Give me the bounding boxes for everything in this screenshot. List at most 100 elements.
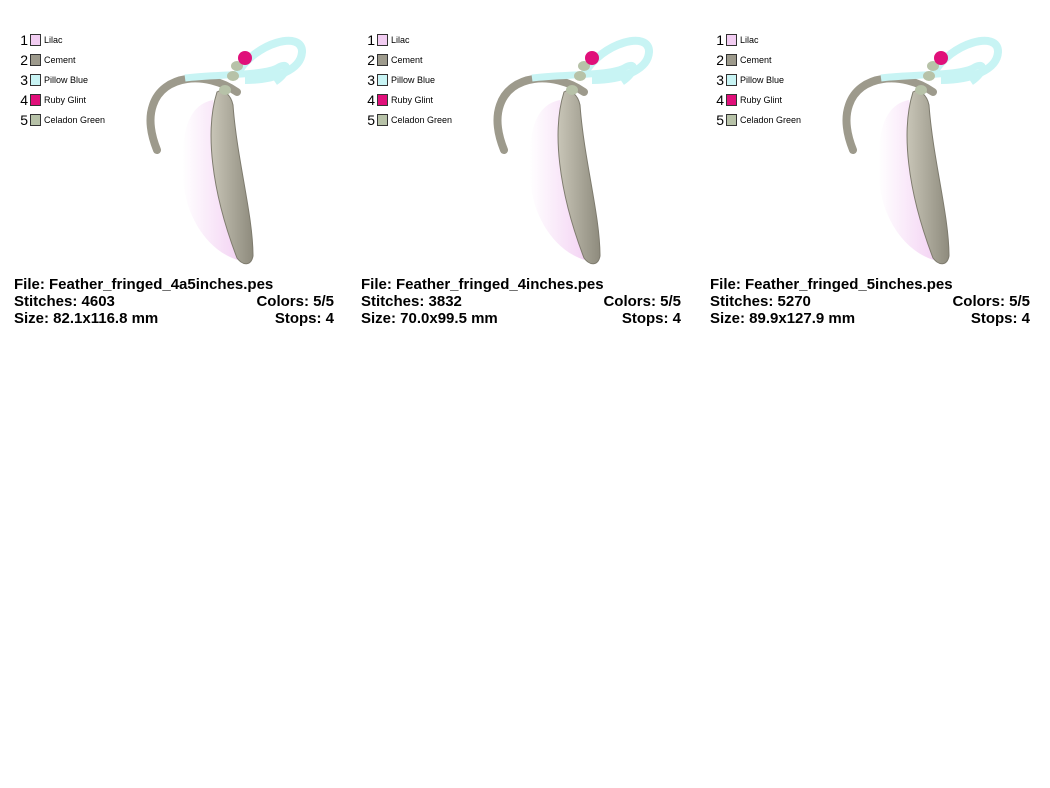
thread-color-name: Celadon Green (391, 115, 453, 125)
feather-ruby-bead (934, 51, 948, 65)
palette-entry: 2 Cement (365, 50, 452, 70)
palette-entry: 1 Lilac (18, 30, 105, 50)
feather-design-image (146, 36, 306, 265)
color-swatch (726, 94, 737, 106)
feather-celadon-bead-3 (915, 85, 927, 95)
design-size: Size: 89.9x127.9 mm (710, 310, 856, 327)
thread-color-name: Lilac (44, 35, 63, 45)
color-swatch (377, 54, 388, 66)
color-swatch (30, 74, 41, 86)
feather-celadon-bead-2 (574, 71, 586, 81)
palette-index: 2 (20, 52, 28, 68)
thread-color-name: Pillow Blue (391, 75, 436, 85)
palette-index: 1 (367, 32, 375, 48)
palette-index: 4 (716, 92, 724, 108)
file-name: File: Feather_fringed_4a5inches.pes (14, 276, 274, 293)
thread-color-name: Ruby Glint (391, 95, 434, 105)
feather-celadon-bead-1 (927, 61, 939, 71)
palette-entry: 5 Celadon Green (365, 110, 452, 130)
feather-celadon-bead-3 (219, 85, 231, 95)
thread-color-name: Celadon Green (44, 115, 106, 125)
design-info: File: Feather_fringed_4a5inches.pes Stit… (14, 276, 334, 327)
palette-index: 5 (716, 112, 724, 128)
color-swatch (377, 94, 388, 106)
feather-blue-loop-top (233, 36, 306, 84)
feather-design-image (842, 36, 1002, 265)
stitch-count: Stitches: 5270 (710, 293, 811, 310)
palette-index: 3 (716, 72, 724, 88)
feather-celadon-bead-2 (227, 71, 239, 81)
color-swatch (377, 34, 388, 46)
feather-lilac-vane (529, 100, 594, 262)
color-swatch (377, 74, 388, 86)
stitch-count: Stitches: 4603 (14, 293, 115, 310)
color-count: Colors: 5/5 (256, 293, 334, 310)
palette-entry: 4 Ruby Glint (365, 90, 452, 110)
color-swatch (726, 34, 737, 46)
color-swatch (377, 114, 388, 126)
stitches-colors-row: Stitches: 3832 Colors: 5/5 (361, 293, 681, 310)
feather-blue-loop-bottom (184, 61, 290, 85)
feather-lilac-vane (878, 100, 943, 262)
feather-lilac-vane (182, 100, 247, 262)
feather-blue-loop-top (580, 36, 653, 84)
design-info: File: Feather_fringed_4inches.pes Stitch… (361, 276, 681, 327)
palette-index: 5 (367, 112, 375, 128)
stop-count: Stops: 4 (970, 310, 1030, 327)
stop-count: Stops: 4 (274, 310, 334, 327)
stitch-count: Stitches: 3832 (361, 293, 462, 310)
thread-color-name: Cement (44, 55, 76, 65)
feather-cement-shaft (906, 90, 950, 265)
stitches-colors-row: Stitches: 5270 Colors: 5/5 (710, 293, 1030, 310)
feather-celadon-bead-1 (231, 61, 243, 71)
file-name: File: Feather_fringed_5inches.pes (710, 276, 953, 293)
size-stops-row: Size: 89.9x127.9 mm Stops: 4 (710, 310, 1030, 327)
color-swatch (726, 74, 737, 86)
thread-color-name: Pillow Blue (740, 75, 785, 85)
thread-color-name: Ruby Glint (44, 95, 87, 105)
feather-ruby-bead (238, 51, 252, 65)
feather-cement-curl (842, 74, 937, 154)
thread-color-name: Cement (740, 55, 772, 65)
design-size: Size: 70.0x99.5 mm (361, 310, 498, 327)
thread-color-name: Lilac (740, 35, 759, 45)
feather-blue-loop-bottom (880, 61, 986, 85)
feather-cement-curl (493, 74, 588, 154)
color-swatch (30, 94, 41, 106)
color-swatch (726, 114, 737, 126)
color-swatch (30, 34, 41, 46)
feather-blue-loop-bottom (531, 61, 637, 85)
palette-index: 2 (367, 52, 375, 68)
thread-color-name: Cement (391, 55, 423, 65)
palette-entry: 1 Lilac (714, 30, 801, 50)
palette-entry: 2 Cement (18, 50, 105, 70)
color-swatch (30, 54, 41, 66)
design-size: Size: 82.1x116.8 mm (14, 310, 159, 327)
palette-index: 1 (716, 32, 724, 48)
feather-celadon-bead-2 (923, 71, 935, 81)
size-stops-row: Size: 70.0x99.5 mm Stops: 4 (361, 310, 681, 327)
file-name: File: Feather_fringed_4inches.pes (361, 276, 604, 293)
feather-cement-shaft (557, 90, 601, 265)
palette-index: 4 (367, 92, 375, 108)
feather-design-image (493, 36, 653, 265)
feather-celadon-bead-3 (566, 85, 578, 95)
feather-cement-shaft (210, 90, 254, 265)
palette-index: 1 (20, 32, 28, 48)
feather-celadon-bead-1 (578, 61, 590, 71)
stop-count: Stops: 4 (621, 310, 681, 327)
stitches-colors-row: Stitches: 4603 Colors: 5/5 (14, 293, 334, 310)
